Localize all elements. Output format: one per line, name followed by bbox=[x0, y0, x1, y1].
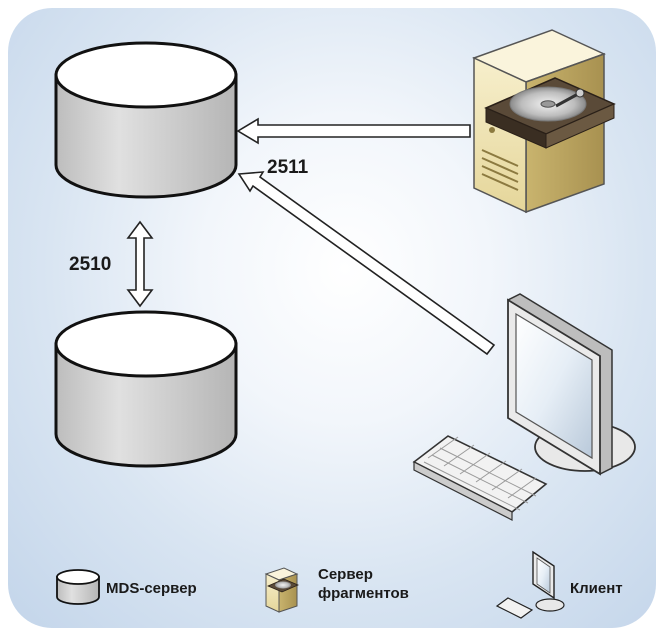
port-label-2511: 2511 bbox=[267, 157, 309, 178]
legend-client-label: Клиент bbox=[570, 580, 623, 597]
client-computer-icon bbox=[412, 293, 636, 521]
port-label-2510: 2510 bbox=[69, 254, 112, 275]
legend-client-icon bbox=[495, 550, 565, 619]
mds-server-secondary-icon bbox=[54, 310, 238, 468]
chunk-server-icon bbox=[472, 29, 616, 214]
legend-mds-server-label: MDS-сервер bbox=[106, 580, 197, 597]
hard-drive-icon bbox=[484, 77, 616, 149]
replication-arrow bbox=[126, 220, 154, 308]
mds-server-primary-icon bbox=[54, 41, 238, 199]
chunk-server-to-mds-arrow bbox=[236, 117, 471, 145]
legend-mds-server-icon bbox=[56, 569, 100, 605]
legend-chunk-server-label-line2: фрагментов bbox=[318, 585, 409, 602]
legend-chunk-server-label-line1: Сервер bbox=[318, 566, 373, 583]
client-to-mds-arrow bbox=[237, 171, 496, 356]
legend-chunk-server-icon bbox=[264, 567, 300, 613]
